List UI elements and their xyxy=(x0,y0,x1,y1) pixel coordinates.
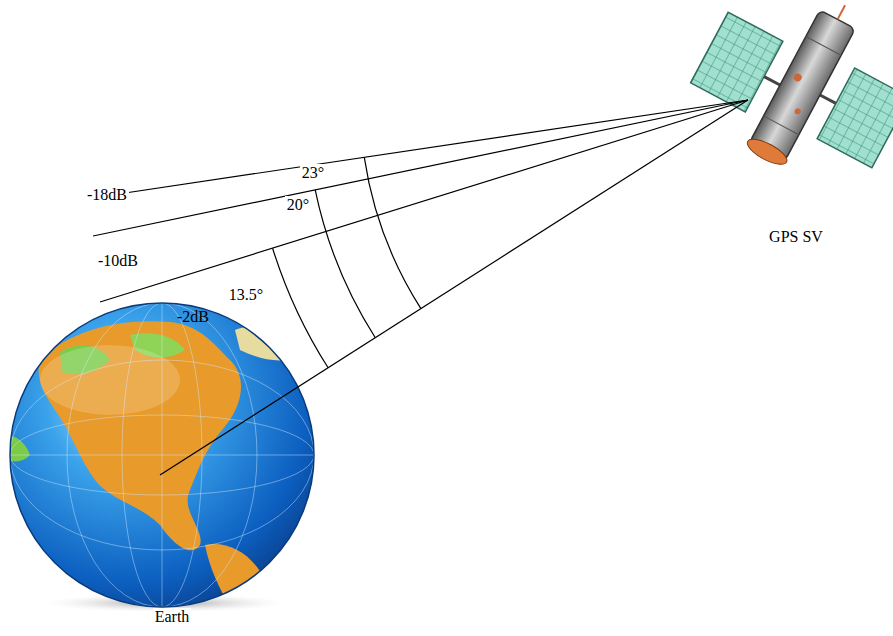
gain-label: -10dB xyxy=(96,252,140,270)
beam-line xyxy=(160,100,748,475)
angle-arc xyxy=(364,157,421,308)
angle-arc xyxy=(273,248,329,368)
gain-label: -2dB xyxy=(175,308,211,326)
angle-label: 23° xyxy=(300,164,326,182)
gps-satellite xyxy=(675,0,893,206)
beam-line xyxy=(100,100,748,302)
angle-label: 13.5° xyxy=(227,286,265,304)
earth-label: Earth xyxy=(153,608,192,626)
beam-line xyxy=(93,100,748,236)
earth-globe xyxy=(0,303,314,613)
gain-label: -18dB xyxy=(85,186,129,204)
angle-arc xyxy=(315,190,375,338)
satellite-label: GPS SV xyxy=(767,228,825,246)
beam-line xyxy=(105,100,748,196)
angle-label: 20° xyxy=(285,196,311,214)
